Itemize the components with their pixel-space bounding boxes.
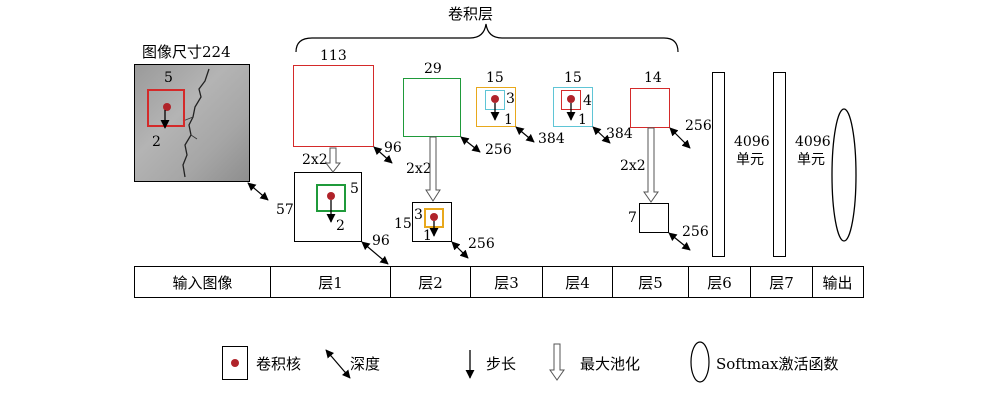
layer5-top-size: 14: [644, 70, 662, 86]
layer4-depth: 384: [606, 126, 633, 142]
input-kernel-size: 5: [164, 70, 173, 86]
fc7-bar: [773, 72, 786, 257]
layer3-size: 15: [486, 70, 504, 86]
layer2-top-size: 29: [424, 61, 442, 77]
layer2-pool-map: [412, 202, 452, 242]
layer2-pool-label: 2x2: [406, 161, 432, 177]
table-cell-layer6: 层6: [689, 267, 751, 297]
table-cell-output: 输出: [822, 273, 853, 292]
diagram-title: 卷积层: [448, 5, 494, 23]
layer5-pool-map: [639, 203, 669, 233]
table-cell-layer4: 层4: [543, 267, 613, 297]
table-cell-input: 输入图像: [135, 267, 271, 297]
layer3-kernel-size: 3: [506, 91, 515, 107]
layer1-bottom-size: 57: [276, 202, 294, 218]
layer2-bottom-size: 15: [394, 216, 412, 232]
layer2-bottom-depth: 256: [468, 236, 495, 252]
fc6-unit-label: 单元: [736, 152, 764, 168]
legend-depth-label: 深度: [350, 355, 381, 373]
layer5-bottom-size: 7: [628, 210, 637, 226]
layer2-kernel-size: 3: [414, 207, 423, 223]
layer1-kernel-dot: [327, 192, 335, 200]
layer4-conv-map: [553, 87, 593, 127]
layer3-depth: 384: [538, 131, 565, 147]
table-cell-layer5: 层5: [613, 267, 689, 297]
layer1-top-size: 113: [320, 48, 347, 64]
layer3-kernel-stride: 1: [504, 112, 513, 128]
layer1-pool-map: [294, 172, 362, 242]
layer1-kernel-size: 5: [350, 181, 359, 197]
layer4-kernel-dot: [567, 95, 575, 103]
fc7-units: 4096: [795, 134, 831, 150]
legend-kernel-box: [222, 346, 248, 380]
input-kernel-stride: 2: [152, 134, 161, 150]
input-kernel-dot: [163, 103, 171, 111]
legend-stride-label: 步长: [486, 355, 517, 373]
fc6-bar: [712, 72, 725, 257]
table-cell-layer7: 层7: [751, 267, 813, 297]
layer4-kernel-size: 4: [583, 93, 592, 109]
fc6-units: 4096: [734, 134, 770, 150]
layer5-top-depth: 256: [685, 118, 712, 134]
legend-pool-label: 最大池化: [580, 355, 641, 373]
layer1-pool-label: 2x2: [302, 152, 328, 168]
legend-kernel-dot: [231, 359, 239, 367]
layer3-conv-map: [476, 87, 516, 127]
layer1-kernel-stride: 2: [336, 218, 345, 234]
layer-table: 输入图像 层1 层2 层3 层4 层5 层6 层7 输出: [134, 266, 864, 298]
legend-softmax-label: Softmax激活函数: [716, 355, 839, 373]
layer4-kernel-stride: 1: [578, 112, 587, 128]
table-cell-layer1: 层1: [271, 267, 391, 297]
fc7-unit-label: 单元: [797, 152, 825, 168]
layer4-size: 15: [564, 70, 582, 86]
table-cell-layer2: 层2: [391, 267, 471, 297]
layer3-kernel-dot: [491, 95, 499, 103]
layer1-conv-map: [293, 65, 374, 147]
table-cell-layer3: 层3: [471, 267, 543, 297]
image-size-label: 图像尺寸224: [142, 43, 231, 61]
layer5-pool-label: 2x2: [620, 158, 646, 174]
layer2-kernel-dot: [430, 213, 438, 221]
legend-kernel-label: 卷积核: [256, 355, 302, 373]
layer2-top-depth: 256: [485, 142, 512, 158]
layer2-kernel-stride: 1: [423, 228, 432, 244]
